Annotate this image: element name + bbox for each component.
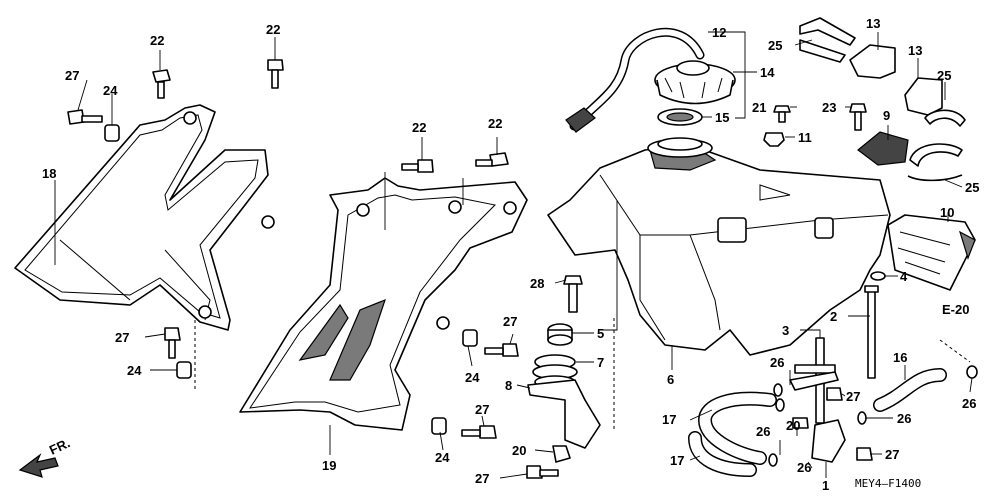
- clamp-band-part-25-top: [799, 17, 856, 63]
- callout-10: 10: [940, 205, 954, 220]
- callout-26-a: 26: [770, 355, 784, 370]
- callout-27-g: 27: [885, 447, 899, 462]
- callout-25-low: 25: [965, 180, 979, 195]
- callout-26-d: 26: [897, 411, 911, 426]
- callout-25-top: 25: [768, 38, 782, 53]
- callout-24-b: 24: [127, 363, 142, 378]
- callout-22-d: 22: [488, 116, 502, 131]
- left-shroud-part-18: [14, 104, 275, 331]
- callout-20-upper: 20: [512, 443, 526, 458]
- callout-7: 7: [597, 355, 604, 370]
- bracket-part-8: [527, 379, 601, 449]
- callout-21: 21: [752, 100, 766, 115]
- breather-tube-part-12: [565, 27, 705, 133]
- callout-27-c: 27: [503, 314, 517, 329]
- callout-23: 23: [822, 100, 836, 115]
- rubber-mount-part-13-top: [849, 44, 896, 79]
- bolts-part-27: [67, 109, 873, 479]
- callout-5: 5: [597, 326, 604, 341]
- callout-22-a: 22: [150, 33, 164, 48]
- section-reference: E-20: [942, 302, 969, 317]
- callout-4: 4: [900, 269, 908, 284]
- callout-1: 1: [822, 478, 829, 493]
- fuel-tank-part-6: [547, 137, 891, 356]
- fuel-hose-part-17: [688, 391, 777, 477]
- protector-part-10: [887, 214, 976, 291]
- callout-13-top: 13: [866, 16, 880, 31]
- callout-20-lower: 20: [786, 418, 800, 433]
- callout-25-mid: 25: [937, 68, 951, 83]
- cap-gasket-part-15: [657, 108, 703, 126]
- callout-27-e: 27: [475, 471, 489, 486]
- collar-part-5: [547, 323, 573, 346]
- callout-24-c: 24: [465, 370, 480, 385]
- callout-27-a: 27: [65, 68, 79, 83]
- leader-lines: [54, 31, 973, 479]
- callout-24-d: 24: [435, 450, 450, 465]
- bolt-part-2: [864, 285, 879, 379]
- callout-14: 14: [760, 65, 775, 80]
- callout-27-b: 27: [115, 330, 129, 345]
- callout-12: 12: [712, 25, 726, 40]
- callout-6: 6: [667, 372, 674, 387]
- callout-18: 18: [42, 166, 56, 181]
- bolt-part-28: [563, 275, 583, 313]
- fuel-hose-part-16: [873, 368, 947, 412]
- bolts-part-22: [152, 59, 509, 173]
- callout-27-d: 27: [475, 402, 489, 417]
- callout-26-e: 26: [962, 396, 976, 411]
- part-callouts: 1 2 3 4 5 6 7 8 9 10 11 12 13 13 14 15 1…: [42, 16, 979, 493]
- callout-2: 2: [830, 309, 837, 324]
- front-direction-marker: FR.: [18, 435, 72, 478]
- bolt-part-21: [773, 105, 791, 123]
- callout-22-b: 22: [266, 22, 280, 37]
- callout-28: 28: [530, 276, 544, 291]
- bolt-part-23: [849, 103, 867, 131]
- callout-8: 8: [505, 378, 512, 393]
- front-marker-label: FR.: [47, 435, 72, 457]
- clamp-band-part-25-right: [907, 109, 966, 182]
- callout-27-f: 27: [846, 389, 860, 404]
- callout-13-right: 13: [908, 43, 922, 58]
- hose-clips-part-26: [768, 365, 978, 467]
- right-shroud-part-19: [239, 177, 528, 431]
- callout-26-b: 26: [756, 424, 770, 439]
- grommets-part-24: [104, 124, 478, 435]
- rubber-mount-part-13-right: [904, 77, 943, 116]
- fuel-cap-part-14: [654, 60, 736, 105]
- callout-16: 16: [893, 350, 907, 365]
- callout-26-c: 26: [797, 460, 811, 475]
- callout-24-a: 24: [103, 83, 118, 98]
- bolt-part-20-upper: [552, 445, 571, 463]
- callout-15: 15: [715, 110, 729, 125]
- nut-part-11: [763, 132, 785, 147]
- bracket-part-9: [857, 131, 909, 166]
- diagram-code: MEY4–F1400: [855, 477, 921, 490]
- callout-22-c: 22: [412, 120, 426, 135]
- callout-19: 19: [322, 458, 336, 473]
- bolt-part-20-lower: [792, 417, 809, 429]
- washer-part-4: [870, 271, 886, 281]
- callout-3: 3: [782, 323, 789, 338]
- callout-17-lower: 17: [670, 453, 684, 468]
- callout-9: 9: [883, 108, 890, 123]
- callout-11: 11: [798, 130, 812, 145]
- callout-17-upper: 17: [662, 412, 676, 427]
